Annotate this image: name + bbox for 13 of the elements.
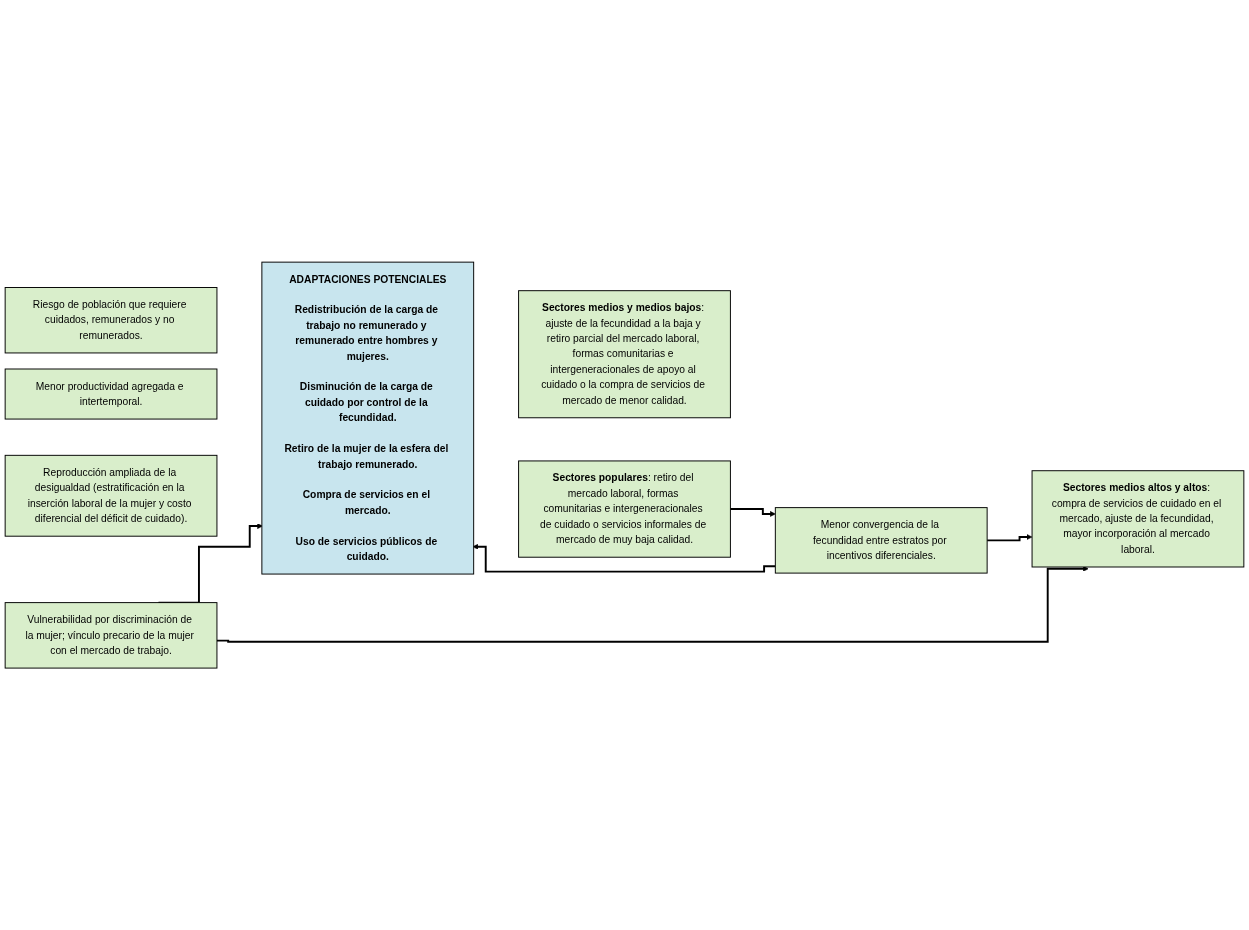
node-box: Vulnerabilidad por discriminación de la mujer; vínculo precario de la mujer con el mercado de trabajo. [4,602,218,669]
node-box: Reproducción ampliada de la desigualdad (estratificación en la inserción laboral de la mujer y costo diferencial del déficit de cuidado). [4,454,218,537]
arrow [729,508,776,517]
node-box: ADAPTACIONES POTENCIALES Redistribución de la carga de trabajo no remunerado y remunerado entre hombres y mujeres. Disminución de la carga de cuidado por control de la fecundidad. Retiro de la mujer de la esfera del trabajo remunerado. Compra de servicios en el mercado. Uso de servicios públicos de cuidado. [261,261,475,575]
arrow [472,543,777,573]
node-box: Menor convergencia de la fecundidad entre estratos por incentivos diferenciales. [774,507,988,574]
arrow [216,565,1089,643]
node-box: Sectores populares: retiro del mercado laboral, formas comunitarias e intergeneracionales de cuidado o servicios informales de mercado de muy baja calidad. [518,460,731,558]
node-box: Menor productividad agregada e intertemporal. [4,368,218,420]
arrow [986,534,1033,542]
node-box: Sectores medios y medios bajos: ajuste de la fecundidad a la baja y retiro parcial del mercado laboral, formas comunitarias e intergeneracionales de apoyo al cuidado o la compra de servicios de mercado de menor calidad. [518,290,731,419]
node-box: Sectores medios altos y altos: compra de servicios de cuidado en el mercado, ajuste de la fecundidad, mayor incorporación al mercado laboral. [1031,470,1245,568]
node-box: Riesgo de población que requiere cuidados, remunerados y no remunerados. [4,286,218,354]
